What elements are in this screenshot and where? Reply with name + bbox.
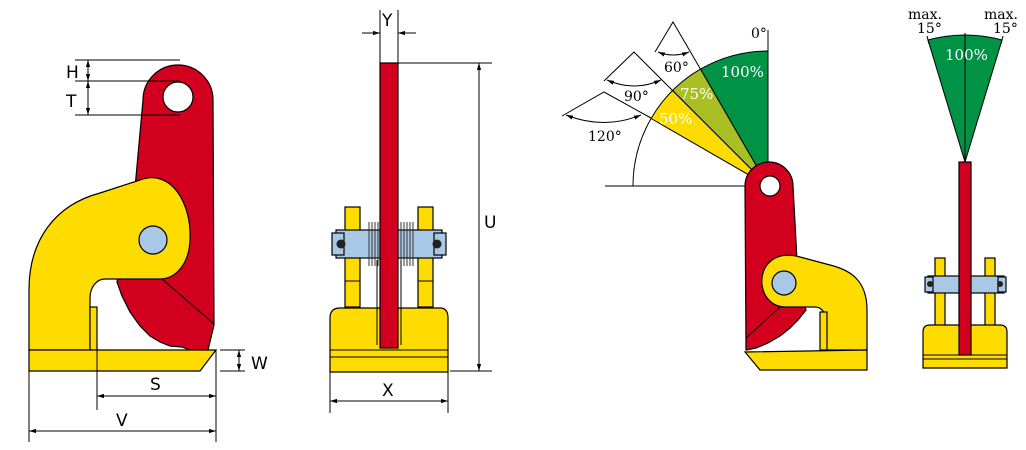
dimension-x-label: X — [382, 381, 394, 401]
lifting-eye-hole — [162, 81, 194, 113]
front-view: Y U X — [329, 10, 496, 413]
pivot-pin — [771, 270, 797, 296]
dimension-h-label: H — [66, 63, 79, 83]
angle-0-label: 0° — [751, 26, 767, 42]
right-max-label: max. — [984, 7, 1018, 23]
capacity-75-label: 75% — [680, 85, 713, 103]
capacity-50-label: 50% — [659, 110, 692, 128]
right-angle-label: 15° — [993, 21, 1018, 37]
side-view: H T W S V — [28, 59, 268, 442]
angle-60-label: 60° — [664, 60, 689, 76]
left-angle-label: 15° — [917, 21, 942, 37]
dimension-v-label: V — [116, 411, 128, 431]
pivot-pin — [138, 225, 168, 255]
bolt-icon — [336, 239, 346, 249]
angle-capacity-view: 0° 60° 90° 120° 100% 75% 50% — [561, 21, 868, 371]
bolt-icon — [997, 281, 1003, 287]
base-plate — [743, 349, 868, 371]
base-plate — [28, 349, 218, 372]
dimension-s-label: S — [150, 375, 161, 395]
bolt-icon — [432, 239, 442, 249]
jaw-pad — [89, 306, 98, 351]
left-max-label: max. — [908, 7, 942, 23]
angle-90-label: 90° — [624, 89, 649, 105]
dimension-t-label: T — [65, 92, 77, 112]
tilt-capacity-label: 100% — [945, 46, 988, 64]
clamp-body-front — [379, 62, 399, 349]
clamp-jaw-yellow — [28, 177, 191, 351]
dimension-w-label: W — [251, 354, 268, 374]
dimension-y-label: Y — [381, 11, 393, 31]
lifting-eye-hole — [759, 175, 781, 197]
dimension-u-label: U — [484, 213, 496, 233]
angle-120-label: 120° — [588, 129, 622, 145]
capacity-100-label: 100% — [721, 63, 764, 81]
tilt-view: max. 15° max. 15° 100% — [908, 7, 1018, 369]
clamp-body-front — [958, 161, 972, 356]
bolt-icon — [927, 281, 933, 287]
